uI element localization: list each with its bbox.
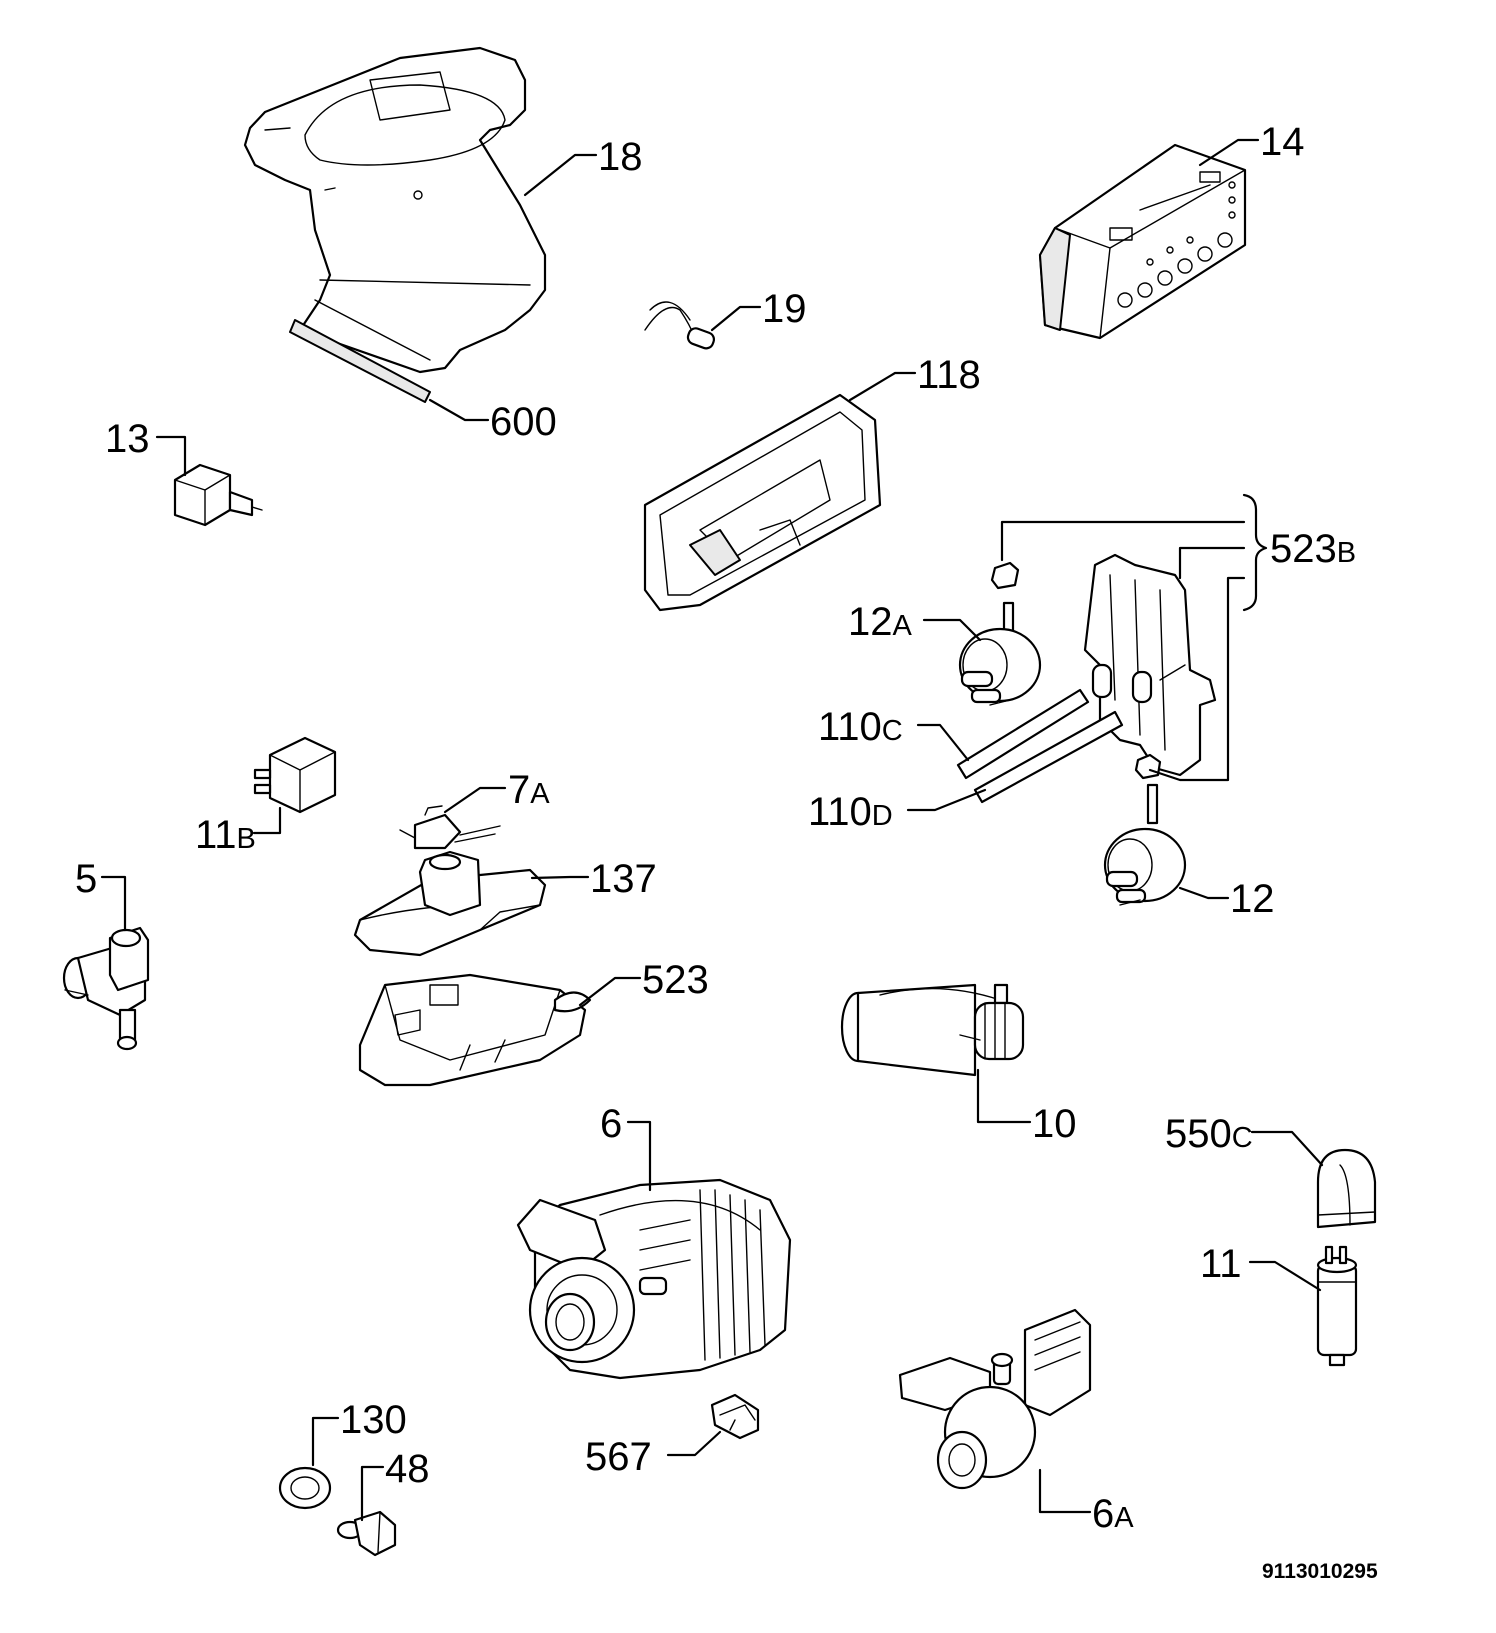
label-523: 523 [642, 958, 709, 1002]
leader-6a [1038, 1468, 1092, 1514]
leader-110d [906, 788, 987, 812]
label-48: 48 [385, 1447, 430, 1491]
leader-6 [626, 1120, 652, 1192]
part-12a-pressure-switch [958, 601, 1042, 706]
label-6: 6 [600, 1102, 622, 1146]
leader-550c [1250, 1130, 1324, 1167]
label-12a: 12A [848, 600, 913, 644]
part-5-inlet-valve [62, 926, 150, 1051]
label-10: 10 [1032, 1102, 1077, 1146]
label-11: 11 [1200, 1242, 1242, 1286]
part-labels: 18 14 19 118 600 13 523B 12A 110C 110D 1… [75, 120, 1356, 1536]
part-19-sensor [644, 301, 716, 350]
label-19: 19 [762, 287, 807, 331]
leader-13 [155, 435, 187, 477]
part-523b-bracket [1083, 553, 1217, 777]
label-137: 137 [590, 857, 657, 901]
leader-12a [922, 618, 982, 642]
leader-19 [710, 305, 762, 332]
part-18-duct [243, 46, 547, 403]
part-11-capacitor [1316, 1245, 1358, 1367]
leader-14 [1198, 138, 1260, 167]
leader-137 [530, 875, 590, 880]
label-5: 5 [75, 857, 97, 901]
leader-lines [100, 138, 1324, 1522]
leader-567 [666, 1430, 722, 1457]
leader-12 [1178, 886, 1230, 900]
label-18: 18 [598, 135, 643, 179]
leader-523b-2 [1178, 546, 1246, 580]
label-130: 130 [340, 1398, 407, 1442]
part-110c-hose [956, 688, 1090, 780]
leader-523b-1 [1000, 520, 1246, 562]
label-6a: 6A [1092, 1492, 1134, 1536]
leader-523 [578, 976, 642, 1007]
leader-118 [848, 371, 917, 402]
diagram-reference-code: 9113010295 [1262, 1560, 1378, 1583]
leader-11b [252, 806, 282, 835]
label-110c: 110C [818, 705, 903, 749]
part-48-plug [336, 1510, 397, 1557]
label-110d: 110D [808, 790, 893, 834]
leader-5 [100, 875, 127, 932]
label-118: 118 [917, 353, 981, 397]
leader-110c [916, 723, 970, 762]
part-12-pressure-switch [1103, 783, 1187, 906]
part-110d-hose [973, 710, 1124, 804]
leader-600 [428, 398, 490, 422]
part-523b-grommet-top [990, 561, 1020, 590]
label-11b: 11B [195, 813, 256, 857]
label-550c: 550C [1165, 1112, 1253, 1156]
leader-130 [311, 1416, 340, 1467]
label-14: 14 [1260, 120, 1305, 164]
part-7a-door-switch [399, 805, 501, 850]
label-523b: 523B [1270, 527, 1356, 571]
part-137-cover [353, 850, 547, 957]
label-12: 12 [1230, 877, 1275, 921]
label-567: 567 [585, 1435, 652, 1479]
part-14-control-board [1038, 143, 1247, 340]
part-523b-grommet-bottom [1134, 753, 1162, 780]
label-600: 600 [490, 400, 557, 444]
label-13: 13 [105, 417, 150, 461]
part-6-circulation-pump [516, 1178, 792, 1380]
brace-523b [1242, 493, 1268, 612]
part-567-clip [710, 1393, 760, 1440]
part-10-heater [840, 983, 1025, 1077]
part-550c-cap [1316, 1148, 1377, 1229]
part-118-dispenser [643, 393, 882, 612]
part-6a-drain-pump [898, 1308, 1092, 1490]
part-11b-relay [253, 736, 337, 814]
leader-18 [523, 153, 598, 197]
part-130-seal-ring [278, 1466, 332, 1510]
leader-7a [443, 786, 507, 814]
leader-11 [1248, 1260, 1322, 1292]
part-523-base [358, 973, 592, 1087]
leader-48 [360, 1465, 385, 1522]
leader-523b-3 [1148, 576, 1246, 782]
label-7a: 7A [508, 768, 550, 812]
leader-10 [976, 1068, 1032, 1124]
part-13-switch [173, 463, 263, 527]
